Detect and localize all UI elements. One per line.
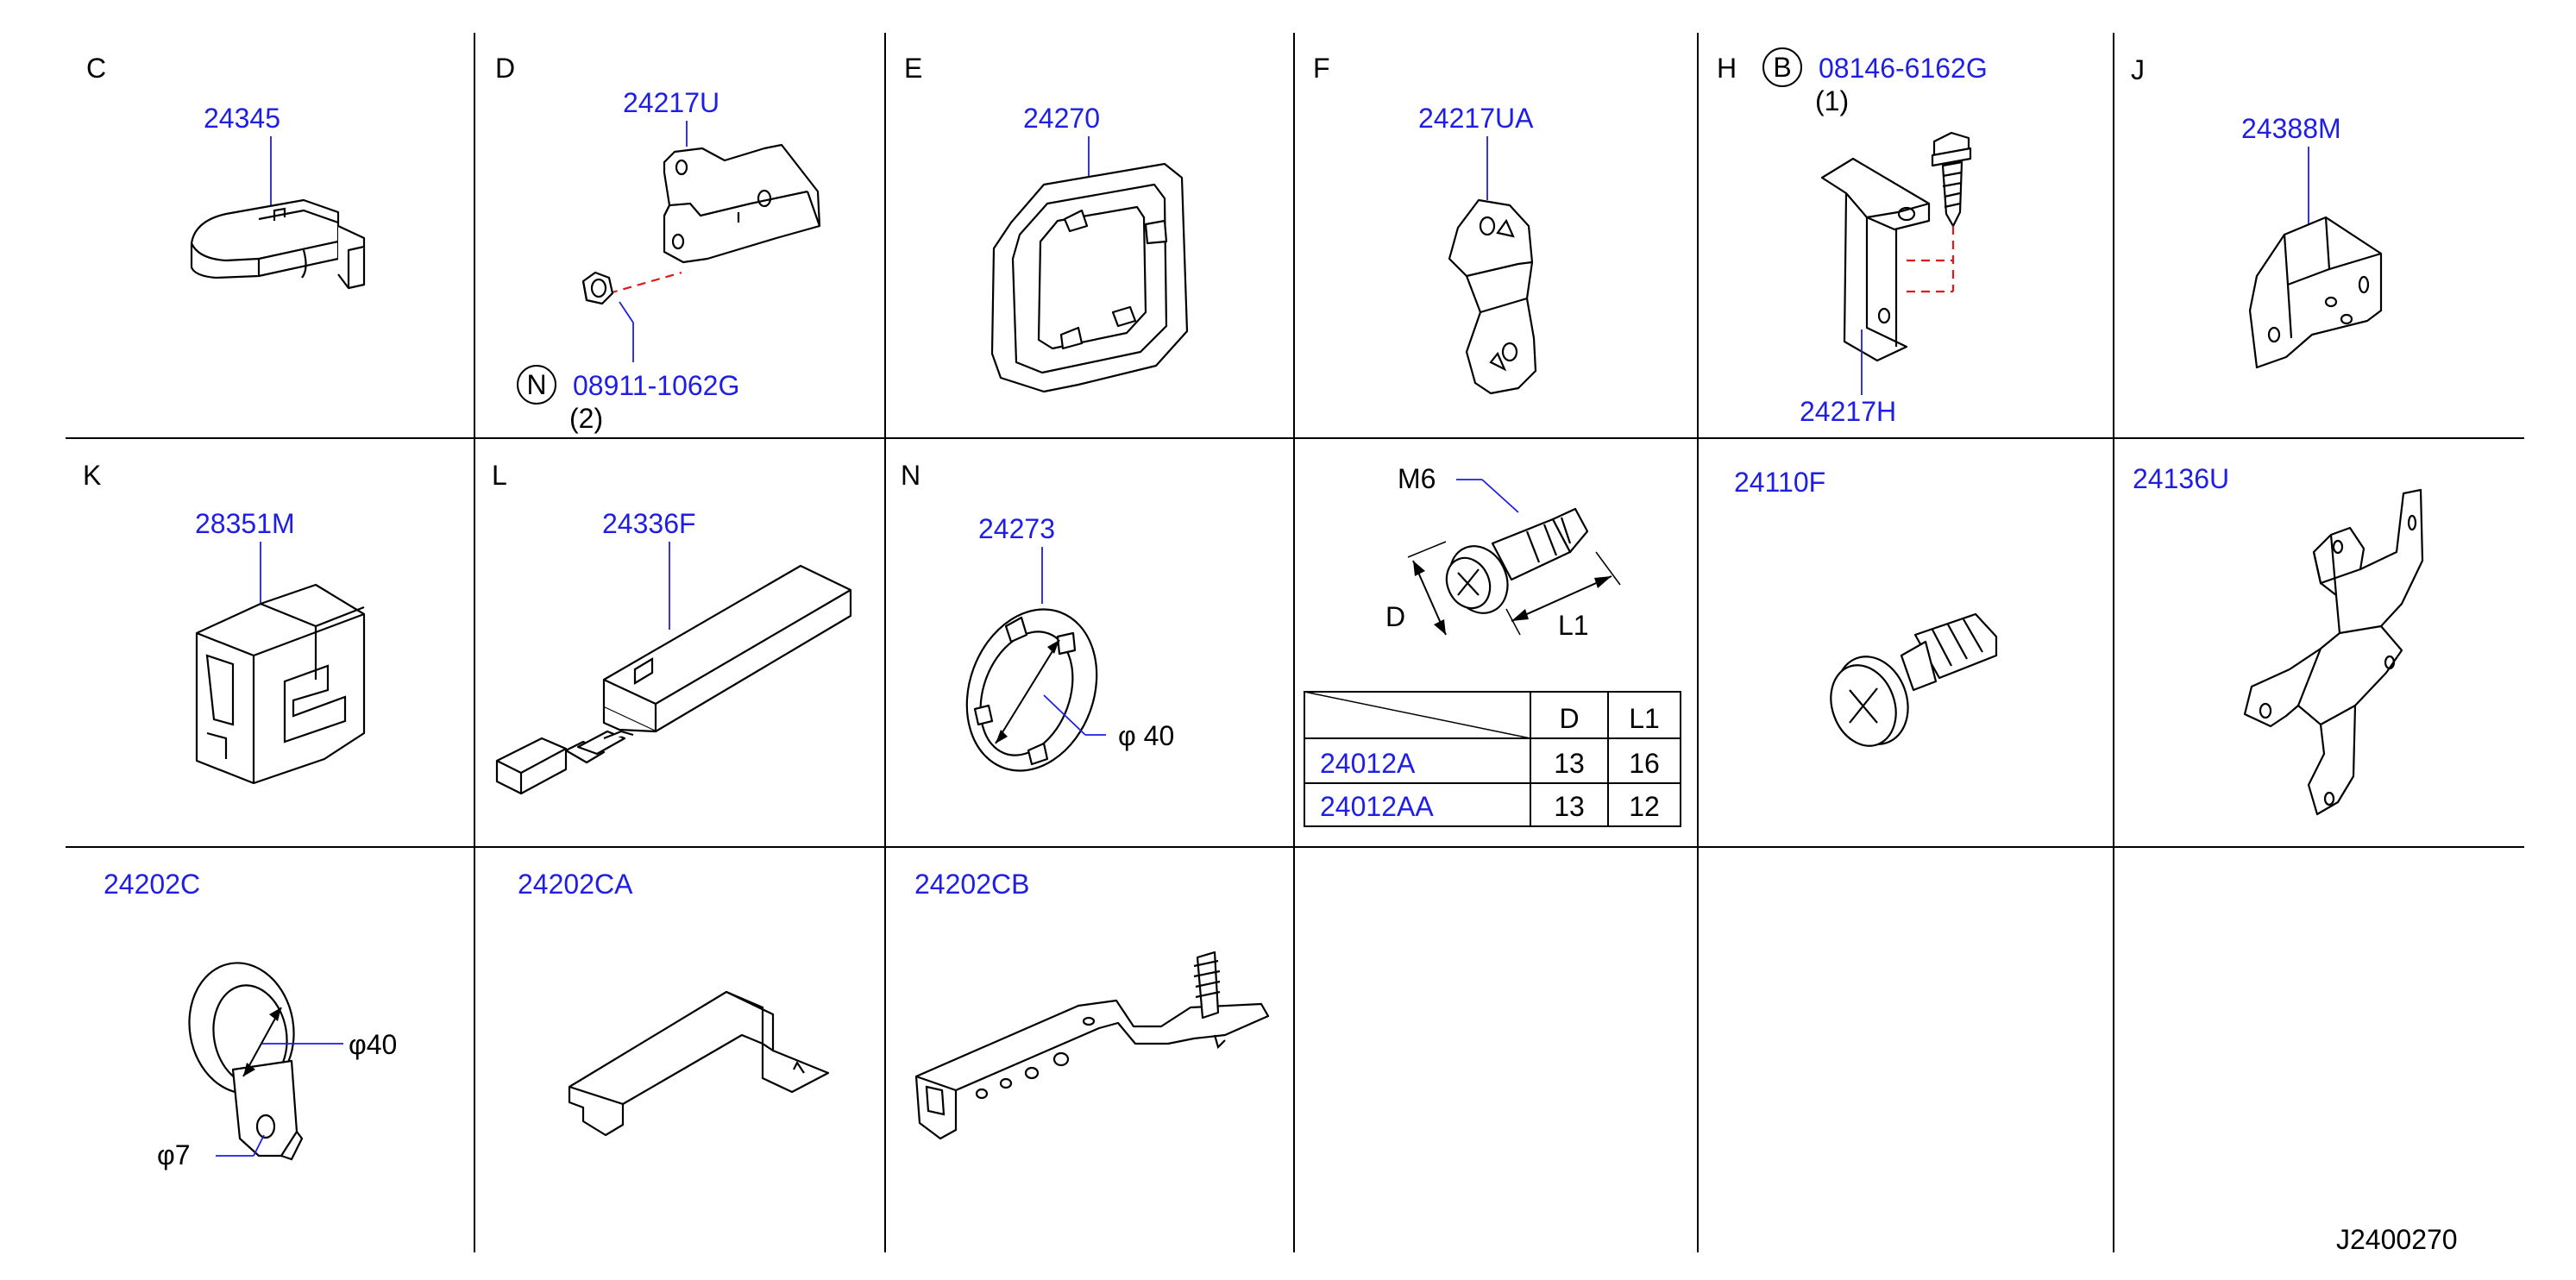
part-number[interactable]: 28351M (195, 508, 295, 539)
clamp-drawing (188, 962, 304, 1161)
relay-block-drawing (195, 583, 366, 785)
cell-k: K 28351M (83, 460, 366, 785)
fastener-callout: N 08911-1062G (2) (517, 365, 739, 434)
cell-letter: J (2131, 54, 2145, 85)
dimension-table: D L1 24012A 13 16 24012AA 13 12 (1304, 691, 1681, 827)
cell-letter: K (83, 460, 101, 491)
fastener-number[interactable]: 08146-6162G (1819, 53, 1988, 84)
part-number[interactable]: 24202CA (518, 869, 633, 900)
part-number[interactable]: 24136U (2133, 463, 2229, 494)
part-number[interactable]: 24217UA (1418, 103, 1534, 134)
fastener-symbol: B (1773, 52, 1791, 83)
cell-e: E 24270 (904, 53, 1189, 393)
cell-j: J 24388M (2131, 54, 2383, 369)
table-row-d: 13 (1554, 748, 1585, 779)
long-bracket-drawing (2243, 488, 2424, 816)
table-header-l1: L1 (1629, 703, 1660, 734)
bolt-drawing (1931, 131, 1972, 228)
cell-cap: 24110F (1734, 467, 1998, 747)
clip-cap-drawing (1830, 612, 1998, 747)
cell-clamp-cb: 24202CB (914, 869, 1270, 1140)
table-row-part[interactable]: 24012AA (1320, 791, 1434, 822)
cell-bracket-u: 24136U (2133, 463, 2424, 816)
dim-d-label: D (1385, 601, 1405, 632)
angle-bracket-drawing (2248, 216, 2383, 369)
quantity: (2) (569, 403, 603, 434)
cell-letter: F (1313, 53, 1330, 84)
cell-letter: C (86, 53, 106, 84)
clip-bracket-drawing (1448, 198, 1537, 395)
cell-c: C 24345 (86, 53, 366, 290)
nut-drawing (581, 271, 614, 305)
table-header-d: D (1559, 703, 1579, 734)
connector-sleeve-drawing (602, 564, 852, 733)
table-row-l1: 12 (1629, 791, 1660, 822)
part-number[interactable]: 24336F (602, 508, 696, 539)
fastener-callout: B 08146-6162G (1) (1762, 47, 1988, 116)
part-number[interactable]: 24202CB (914, 869, 1029, 900)
cell-l: L 24336F (492, 460, 852, 795)
quantity: (1) (1815, 85, 1849, 116)
cell-letter: L (492, 460, 507, 491)
cell-f: F 24217UA (1313, 53, 1537, 395)
connector-housing-drawing (190, 198, 366, 290)
cell-letter: D (495, 53, 515, 84)
part-number[interactable]: 24345 (204, 103, 280, 134)
stud-bracket-drawing (914, 951, 1270, 1140)
cell-d: D 24217U N 08911-1062G (2) (495, 53, 821, 434)
dimension-small: φ7 (157, 1139, 191, 1170)
hat-bracket-drawing (568, 990, 830, 1137)
bracket-drawing (663, 143, 821, 264)
cell-clamp-ca: 24202CA (518, 869, 830, 1137)
dimension-label: φ 40 (1118, 720, 1174, 751)
part-number[interactable]: 24217H (1800, 396, 1896, 427)
cell-letter: H (1717, 53, 1737, 84)
part-number[interactable]: 24202C (104, 869, 200, 900)
cell-clamp-c: 24202C φ40 φ7 (104, 869, 397, 1170)
bracket-drawing (1820, 157, 1931, 362)
diagram-id: J2400270 (2336, 1224, 2458, 1255)
flange-bolt-drawing (1445, 507, 1589, 614)
thread-size: M6 (1398, 463, 1436, 494)
dim-l-label: L1 (1558, 610, 1589, 641)
cell-bolt: M6 D L1 D L1 24012A (1304, 463, 1681, 827)
part-number[interactable]: 24110F (1734, 467, 1825, 498)
table-row-d: 13 (1554, 791, 1585, 822)
fastener-number[interactable]: 08911-1062G (573, 370, 739, 401)
grid (66, 33, 2524, 1252)
fastener-symbol: N (526, 369, 546, 400)
dimension-large: φ40 (349, 1029, 397, 1060)
table-row-part[interactable]: 24012A (1320, 748, 1416, 779)
part-number[interactable]: 24217U (623, 87, 719, 118)
terminal-drawing (495, 730, 634, 795)
part-number[interactable]: 24270 (1023, 103, 1100, 134)
grommet-drawing (990, 162, 1189, 393)
part-number[interactable]: 24273 (978, 513, 1055, 544)
cell-h: H B 08146-6162G (1) 24217H (1717, 47, 1988, 427)
part-number[interactable]: 24388M (2241, 113, 2341, 144)
cell-letter: N (901, 460, 920, 491)
cell-letter: E (904, 53, 922, 84)
cell-n: N 24273 φ 40 (901, 460, 1174, 772)
grommet-ring-drawing (965, 608, 1098, 772)
table-row-l1: 16 (1629, 748, 1660, 779)
